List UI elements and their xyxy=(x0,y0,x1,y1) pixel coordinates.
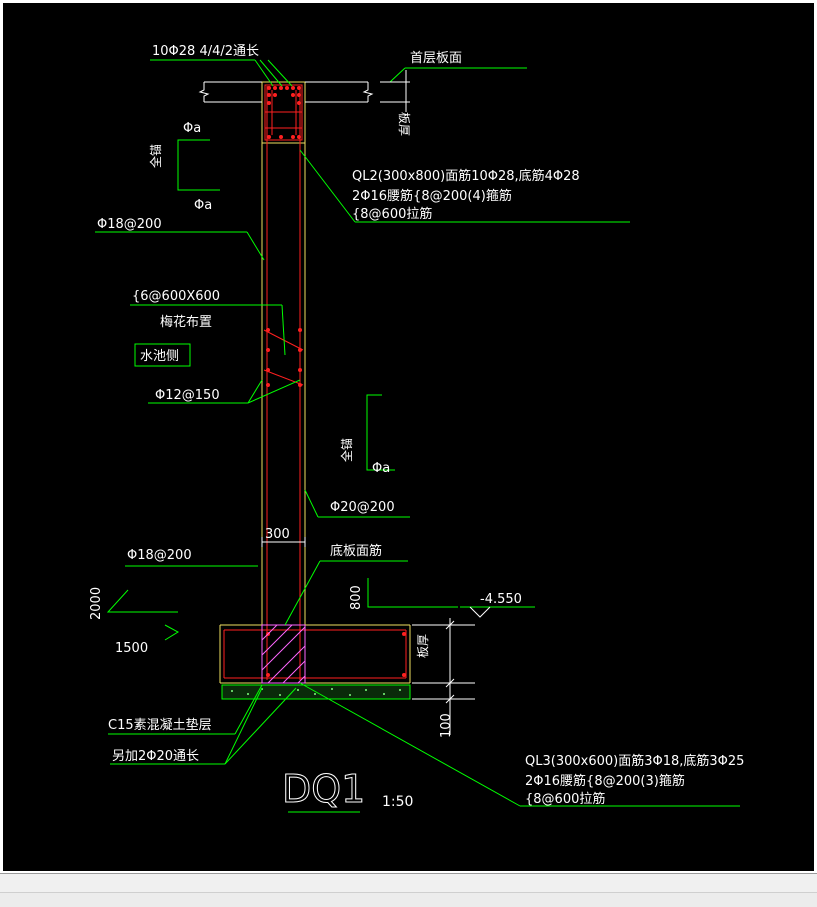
label-width-300: 300 xyxy=(265,527,290,542)
label-phi20: Φ20@200 xyxy=(330,500,395,515)
label-phi-a-bottom: Φa xyxy=(194,198,212,213)
wall-outline xyxy=(219,81,411,684)
label-tie-spacing: {6@600X600 xyxy=(132,289,220,304)
label-elevation: -4.550 xyxy=(480,592,522,607)
label-base-top-rebar: 底板面筋 xyxy=(330,543,382,559)
drawing-title: DQ1 xyxy=(282,767,365,811)
label-phi12: Φ12@150 xyxy=(155,388,220,403)
status-bar-strip xyxy=(0,892,817,907)
rebar-dots xyxy=(266,86,406,677)
status-bar xyxy=(0,873,817,907)
label-water-side: 水池侧 xyxy=(140,349,179,364)
drawing-viewport[interactable]: 10Φ28 4/4/2通长 首层板面 板厚 QL2(300x800)面筋10Φ2… xyxy=(3,3,814,871)
label-ql3-line3: {8@600拉筋 xyxy=(525,791,605,807)
label-extra-rebar: 另加2Φ20通长 xyxy=(112,749,199,764)
dimension-lines xyxy=(261,70,491,735)
label-phi18-top: Φ18@200 xyxy=(97,217,162,232)
label-dim-800: 800 xyxy=(349,585,364,610)
label-phi-a-top: Φa xyxy=(183,121,201,136)
drawing-scale: 1:50 xyxy=(382,794,413,810)
label-c15: C15素混凝土垫层 xyxy=(108,717,212,733)
label-ql3-line1: QL3(300x600)面筋3Φ18,底筋3Φ25 xyxy=(525,753,744,769)
label-dim-100: 100 xyxy=(439,713,454,738)
floor-slab xyxy=(198,81,374,103)
label-slab-thickness-bottom: 板厚 xyxy=(416,634,430,658)
label-full-anchor-mid: 全锚 xyxy=(339,438,354,462)
label-phi-a-mid: Φa xyxy=(372,461,390,476)
label-dim-1500: 1500 xyxy=(115,641,148,656)
label-full-anchor-top: 全锚 xyxy=(148,144,163,168)
water-side-box xyxy=(134,343,191,367)
label-phi18-bottom: Φ18@200 xyxy=(127,548,192,563)
label-ql2-line2: 2Φ16腰筋{8@200(4)箍筋 xyxy=(352,188,512,204)
hatch-section xyxy=(261,624,306,684)
label-dim-2000: 2000 xyxy=(89,587,104,620)
label-slab-thickness-top: 板厚 xyxy=(397,112,411,136)
cad-drawing: 10Φ28 4/4/2通长 首层板面 板厚 QL2(300x800)面筋10Φ2… xyxy=(89,44,744,813)
leader-lines xyxy=(95,59,740,813)
label-plum-layout: 梅花布置 xyxy=(160,314,212,330)
label-ql2-line1: QL2(300x800)面筋10Φ28,底筋4Φ28 xyxy=(352,168,580,184)
label-floor-slab: 首层板面 xyxy=(410,51,462,66)
label-ql3-line2: 2Φ16腰筋{8@200(3)箍筋 xyxy=(525,773,685,789)
label-ql2-line3: {8@600拉筋 xyxy=(352,206,432,222)
label-top-rebar: 10Φ28 4/4/2通长 xyxy=(152,44,259,59)
